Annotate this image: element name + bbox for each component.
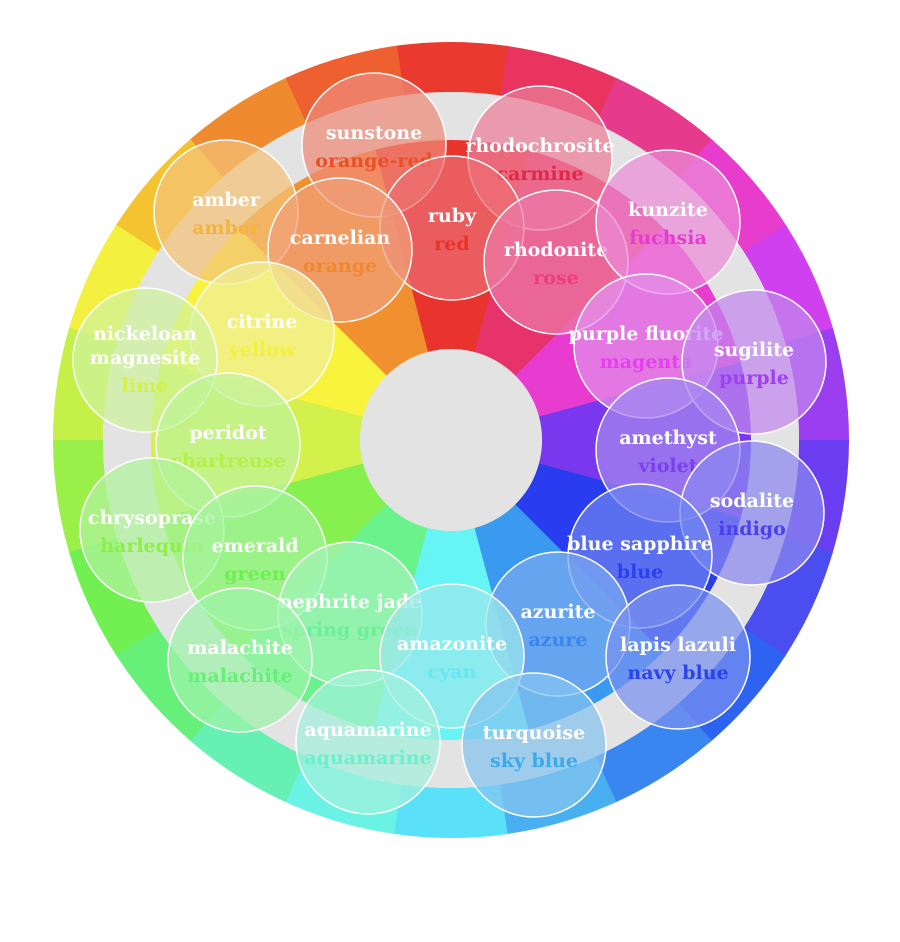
outer-segment xyxy=(743,224,834,345)
gem-name-label: lapis lazuli xyxy=(620,634,736,656)
color-name-label: blue xyxy=(617,561,663,583)
gem-name-label: aquamarine xyxy=(304,719,431,741)
color-name-label: carmine xyxy=(496,163,583,185)
color-name-label: orange xyxy=(303,255,377,277)
gem-name-label: kunzite xyxy=(628,199,708,221)
color-name-label: red xyxy=(434,233,469,255)
gem-name-label: nephrite jade xyxy=(279,591,421,613)
gem-name-label: amber xyxy=(192,189,261,211)
stone-circle xyxy=(295,669,441,815)
gem-name-label: sugilite xyxy=(714,339,794,361)
color-name-label: chartreuse xyxy=(170,450,285,472)
color-name-label: harlequin xyxy=(100,535,204,557)
color-name-label: amber xyxy=(192,217,261,239)
stone-lapis-lazuli: lapis lazuli navy blue xyxy=(605,584,751,730)
stone-sodalite: sodalite indigo xyxy=(679,440,825,586)
outer-segment xyxy=(742,538,833,658)
gem-name-label: ruby xyxy=(428,205,477,227)
gem-name-label: amethyst xyxy=(619,427,717,449)
color-name-label: orange-red xyxy=(315,150,432,172)
gemstone-circles: sunstone orange-red rhodochrosite carmine ru… xyxy=(72,72,827,818)
color-name-label: navy blue xyxy=(627,662,728,684)
color-name-label: fuchsia xyxy=(629,227,707,249)
stone-malachite: malachite malachite xyxy=(167,587,313,733)
outer-segment xyxy=(391,784,508,838)
gem-name-label: carnelian xyxy=(290,227,391,249)
color-name-label: indigo xyxy=(718,518,786,540)
color-name-label: azure xyxy=(528,629,587,651)
color-name-label: purple xyxy=(719,367,789,389)
stone-aquamarine: aquamarine aquamarine xyxy=(295,669,441,815)
color-name-label: cyan xyxy=(428,661,477,683)
gem-name-label: sodalite xyxy=(710,490,794,512)
gem-name-label: emerald xyxy=(211,535,298,557)
gem-name-label: chrysoprase xyxy=(88,507,216,529)
gem-name-label: azurite xyxy=(520,601,595,623)
gem-name-label: citrine xyxy=(227,311,298,333)
gem-name-label: malachite xyxy=(187,637,292,659)
stone-kunzite: kunzite fuchsia xyxy=(595,149,741,295)
stone-citrine: citrine yellow xyxy=(189,261,335,407)
gem-name-label: rhodochrosite xyxy=(465,135,614,157)
color-name-label: yellow xyxy=(228,339,296,361)
gem-name-label: magnesite xyxy=(90,347,200,369)
color-name-label: magenta xyxy=(600,351,693,373)
color-name-label: violet xyxy=(637,455,697,477)
gem-name-label: turquoise xyxy=(483,722,585,744)
stone-turquoise: turquoise sky blue xyxy=(461,672,607,818)
color-name-label: lime xyxy=(122,375,169,397)
gem-name-label: purple fluorite xyxy=(569,323,724,345)
center-disc xyxy=(360,349,542,531)
stone-circle xyxy=(595,149,741,295)
gem-name-label: sunstone xyxy=(326,122,422,144)
color-name-label: green xyxy=(224,563,285,585)
outer-segment xyxy=(394,42,511,96)
stone-circle xyxy=(167,587,313,733)
stone-circle xyxy=(461,672,607,818)
color-name-label: rose xyxy=(533,267,578,289)
gem-name-label: blue sapphire xyxy=(567,533,713,555)
gem-name-label: peridot xyxy=(189,422,267,444)
color-name-label: malachite xyxy=(187,665,292,687)
stone-circle xyxy=(605,584,751,730)
color-name-label: sky blue xyxy=(490,750,578,772)
gem-name-label: rhodonite xyxy=(504,239,608,261)
color-name-label: aquamarine xyxy=(304,747,431,769)
gem-name-label: nickeloan xyxy=(93,323,197,345)
gem-name-label: amazonite xyxy=(397,633,507,655)
